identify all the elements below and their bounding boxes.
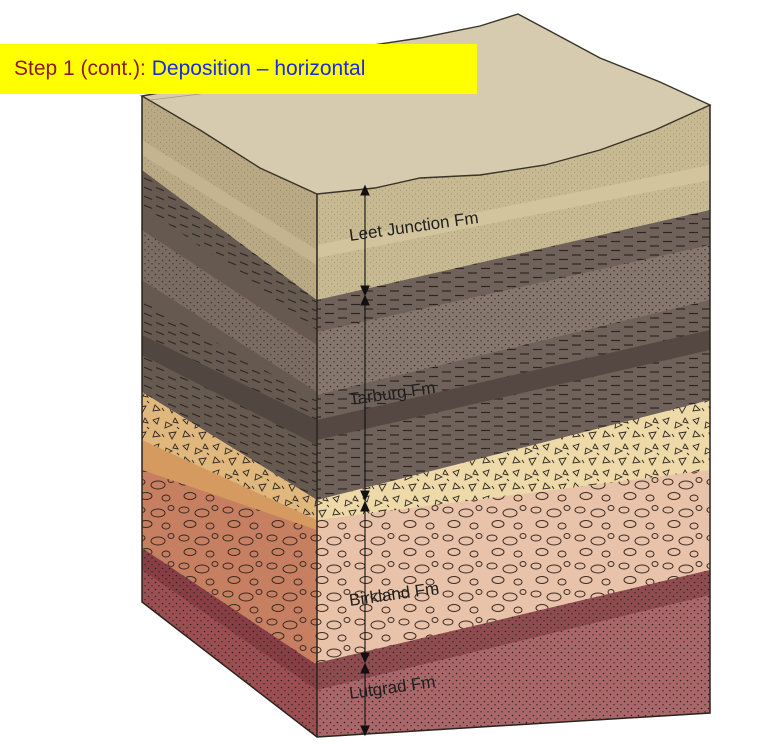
step-label: Step 1 (cont.): [14,57,146,80]
side-face [142,96,317,737]
step-subtitle: Deposition – horizontal [151,57,366,80]
step-banner: Step 1 (cont.): Deposition – horizontal [0,44,477,94]
front-face [317,105,710,737]
thickness-arrows [360,184,370,737]
